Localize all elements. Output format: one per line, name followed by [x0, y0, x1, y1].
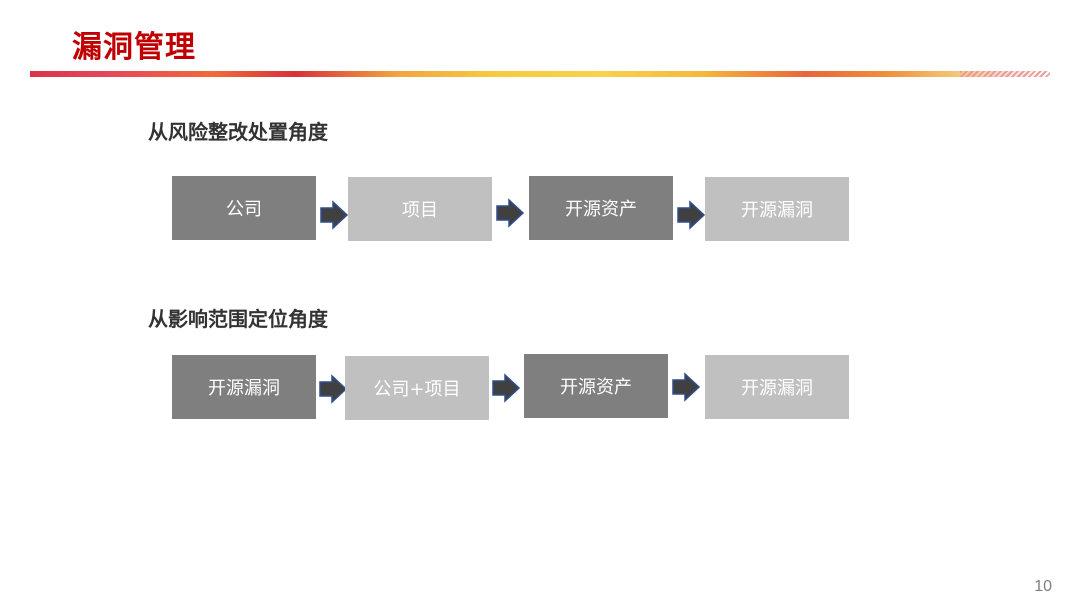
flow-step-label: 开源漏洞 — [741, 378, 813, 399]
arrow-right-icon — [320, 200, 349, 230]
flow-step-label: 开源资产 — [565, 199, 637, 220]
flow-step-label: 公司 — [226, 199, 262, 220]
flow-step-open-source-vuln: 开源漏洞 — [172, 355, 316, 419]
arrow-right-icon — [677, 200, 706, 230]
title-underline-hatch — [960, 71, 1050, 77]
flow-step-project: 项目 — [348, 177, 492, 241]
flow-step-label: 开源漏洞 — [741, 200, 813, 221]
arrow-right-icon — [672, 372, 701, 402]
section-heading-impact-scope: 从影响范围定位角度 — [148, 307, 328, 331]
arrow-right-icon — [492, 373, 521, 403]
page-number: 10 — [1034, 578, 1052, 595]
title-underline-bar — [30, 71, 1050, 77]
flow-step-label: 项目 — [402, 200, 438, 221]
arrow-right-icon — [319, 374, 348, 404]
section-heading-remediation: 从风险整改处置角度 — [148, 120, 328, 144]
flow-step-company: 公司 — [172, 176, 316, 240]
flow-step-label: 开源资产 — [560, 377, 632, 398]
flow-step-company-project: 公司+项目 — [345, 356, 489, 420]
flow-step-open-source-asset: 开源资产 — [529, 176, 673, 240]
flow-step-label: 公司+项目 — [373, 379, 461, 400]
flow-step-open-source-vuln: 开源漏洞 — [705, 355, 849, 419]
flow-step-open-source-asset: 开源资产 — [524, 354, 668, 418]
arrow-right-icon — [496, 198, 525, 228]
flow-step-open-source-vuln: 开源漏洞 — [705, 177, 849, 241]
slide-title: 漏洞管理 — [72, 30, 196, 65]
flow-step-label: 开源漏洞 — [208, 378, 280, 399]
